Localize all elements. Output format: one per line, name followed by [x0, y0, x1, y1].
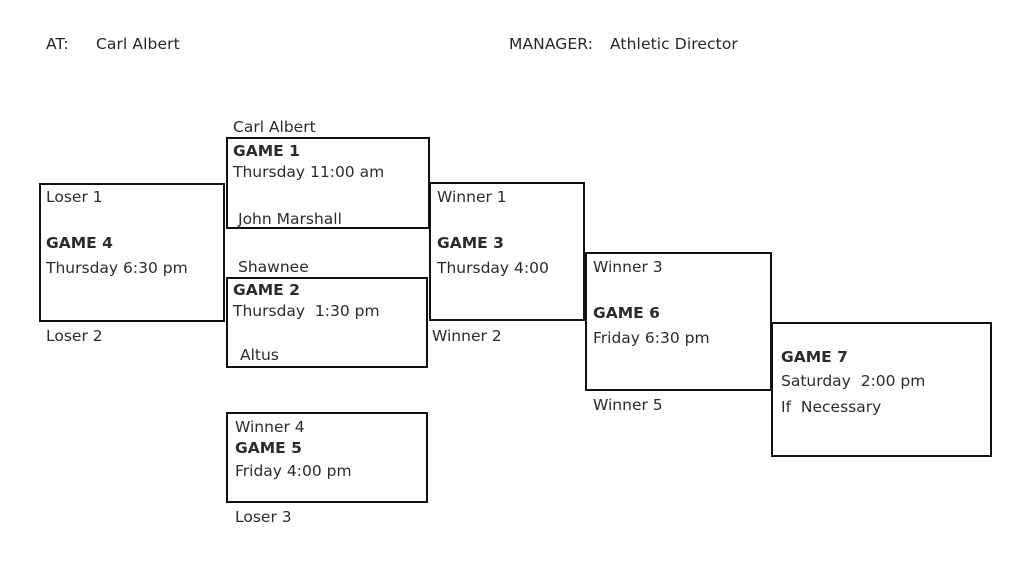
game4-bottom-slot: Loser 2	[46, 327, 103, 345]
game4-box	[39, 183, 225, 322]
at-label: AT:	[46, 35, 69, 53]
game6-bottom-slot: Winner 5	[593, 396, 663, 414]
game6-top-slot: Winner 3	[593, 258, 663, 276]
game4-title: GAME 4	[46, 234, 113, 252]
game3-bottom-slot: Winner 2	[432, 327, 502, 345]
game5-schedule: Friday 4:00 pm	[235, 462, 352, 480]
game7-title: GAME 7	[781, 348, 848, 366]
game3-schedule: Thursday 4:00	[437, 259, 549, 277]
game2-bottom-slot: Altus	[240, 346, 279, 364]
game5-box	[226, 412, 428, 503]
game6-title: GAME 6	[593, 304, 660, 322]
game2-top-slot: Shawnee	[238, 258, 309, 276]
game7-schedule: Saturday 2:00 pm	[781, 372, 926, 390]
game4-schedule: Thursday 6:30 pm	[46, 259, 188, 277]
game6-box	[585, 252, 772, 391]
game1-bottom-slot: John Marshall	[238, 210, 342, 228]
game7-box	[771, 322, 992, 457]
game5-top-slot: Winner 4	[235, 418, 305, 436]
at-value: Carl Albert	[96, 35, 180, 53]
game5-bottom-slot: Loser 3	[235, 508, 292, 526]
manager-value: Athletic Director	[610, 35, 738, 53]
game4-top-slot: Loser 1	[46, 188, 103, 206]
game1-title: GAME 1	[233, 142, 300, 160]
game7-note: If Necessary	[781, 398, 882, 416]
game2-title: GAME 2	[233, 281, 300, 299]
game1-schedule: Thursday 11:00 am	[233, 163, 385, 181]
game1-top-slot: Carl Albert	[233, 118, 316, 136]
game3-top-slot: Winner 1	[437, 188, 507, 206]
manager-label: MANAGER:	[509, 35, 594, 53]
game3-box	[429, 182, 585, 321]
game5-title: GAME 5	[235, 439, 302, 457]
game2-box	[226, 277, 428, 368]
game3-title: GAME 3	[437, 234, 504, 252]
game6-schedule: Friday 6:30 pm	[593, 329, 710, 347]
game2-schedule: Thursday 1:30 pm	[233, 302, 380, 320]
